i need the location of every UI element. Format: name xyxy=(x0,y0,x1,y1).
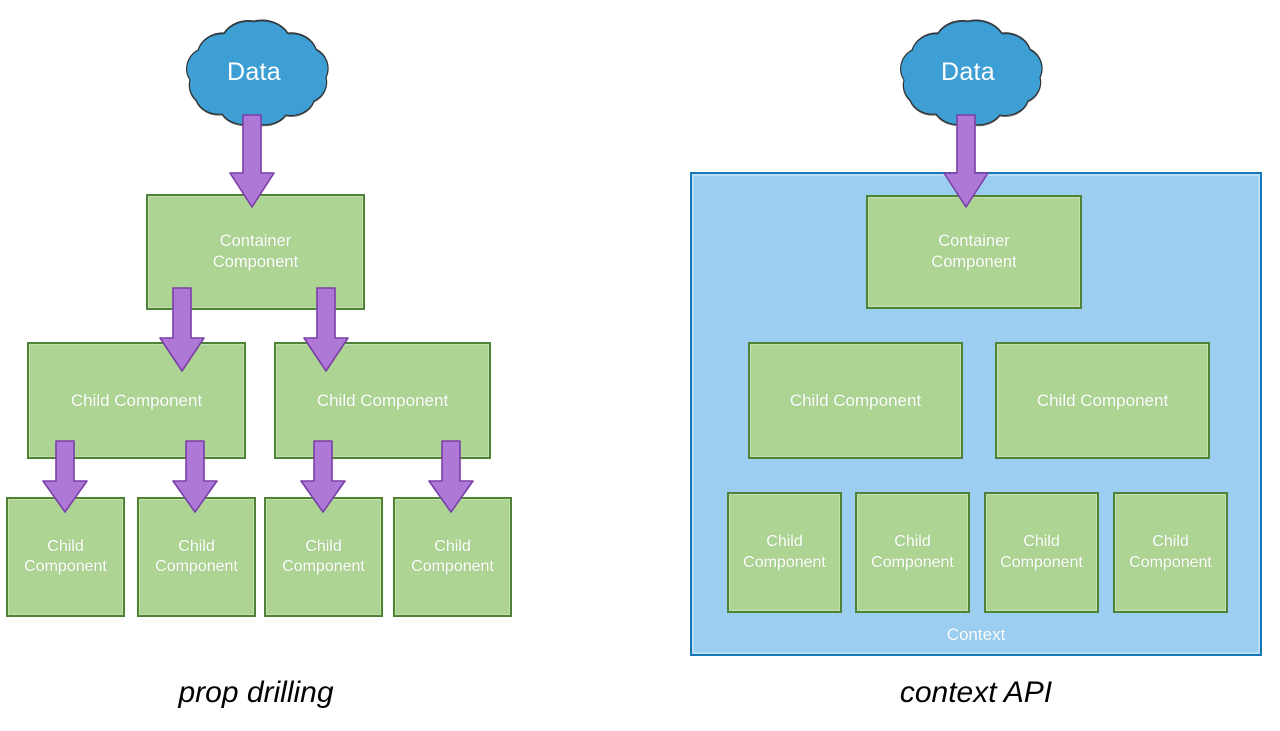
child-component-leaf-1-label-right: Child Component xyxy=(743,533,826,571)
child-component-leaf-3-right: Child Component xyxy=(984,492,1099,613)
data-cloud-right: Data xyxy=(874,18,1062,130)
child-component-mid-2-label-left: Child Component xyxy=(316,390,449,410)
data-cloud-label-left: Data xyxy=(226,58,281,86)
child-component-leaf-4-label-left: Child Component xyxy=(411,537,494,575)
child-component-mid-1-label-right: Child Component xyxy=(789,390,922,410)
context-container-label: Context xyxy=(946,625,1006,644)
context-api-diagram: Data Context Container Component Child C… xyxy=(640,0,1280,731)
child-component-mid-2-left: Child Component xyxy=(274,342,491,459)
child-component-leaf-1-label-left: Child Component xyxy=(24,537,107,575)
arrow-child2-to-leaf3-left xyxy=(300,440,346,513)
child-component-leaf-4-right: Child Component xyxy=(1113,492,1228,613)
caption-prop-drilling: prop drilling xyxy=(178,676,334,709)
child-component-leaf-3-label-right: Child Component xyxy=(1000,533,1083,571)
child-component-mid-1-right: Child Component xyxy=(748,342,963,459)
child-component-mid-2-label-right: Child Component xyxy=(1036,390,1169,410)
child-component-leaf-2-left: Child Component xyxy=(137,497,256,617)
child-component-leaf-3-label-left: Child Component xyxy=(282,537,365,575)
arrow-data-to-container-right xyxy=(943,114,989,208)
container-component-right: Container Component xyxy=(866,195,1082,309)
child-component-leaf-1-left: Child Component xyxy=(6,497,125,617)
child-component-leaf-1-right: Child Component xyxy=(727,492,842,613)
container-component-label-right: Container Component xyxy=(931,231,1017,271)
child-component-leaf-4-left: Child Component xyxy=(393,497,512,617)
child-component-leaf-2-label-left: Child Component xyxy=(155,537,238,575)
child-component-leaf-2-right: Child Component xyxy=(855,492,970,613)
arrow-child1-to-leaf1-left xyxy=(42,440,88,513)
arrow-child2-to-leaf4-left xyxy=(428,440,474,513)
child-component-mid-2-right: Child Component xyxy=(995,342,1210,459)
data-cloud-left: Data xyxy=(160,18,348,130)
arrow-data-to-container-left xyxy=(229,114,275,208)
caption-context-api: context API xyxy=(899,676,1053,709)
child-component-mid-1-label-left: Child Component xyxy=(70,390,203,410)
child-component-leaf-2-label-right: Child Component xyxy=(871,533,954,571)
child-component-mid-1-left: Child Component xyxy=(27,342,246,459)
child-component-leaf-4-label-right: Child Component xyxy=(1129,533,1212,571)
arrow-container-to-child-2-left xyxy=(303,287,349,372)
prop-drilling-diagram: Data Container Component xyxy=(6,18,512,709)
arrow-container-to-child-1-left xyxy=(159,287,205,372)
container-component-label-left: Container Component xyxy=(212,231,299,271)
data-cloud-label-right: Data xyxy=(940,58,995,86)
arrow-child1-to-leaf2-left xyxy=(172,440,218,513)
child-component-leaf-3-left: Child Component xyxy=(264,497,383,617)
